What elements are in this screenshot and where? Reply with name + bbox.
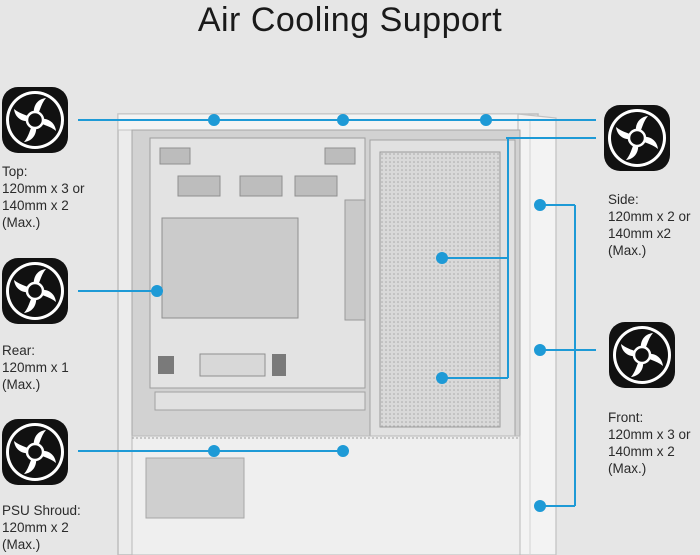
fan-icon xyxy=(2,258,68,324)
page-title: Air Cooling Support xyxy=(197,1,503,39)
case-front-panel xyxy=(517,113,557,555)
fan-icon xyxy=(609,322,675,388)
callout-lines xyxy=(78,114,596,512)
side-fan-label: Side: 120mm x 2 or 140mm x2 (Max.) xyxy=(608,192,691,258)
psu-fan-label: PSU Shroud: 120mm x 2 (Max.) xyxy=(2,503,81,552)
fan-icon xyxy=(604,105,670,171)
rear-fan-label: Rear: 120mm x 1 (Max.) xyxy=(2,343,69,392)
case-top-panel xyxy=(117,113,529,131)
psu-window xyxy=(145,457,245,519)
fan-icon xyxy=(2,419,68,485)
fan-icon xyxy=(2,87,68,153)
front-fan-label: Front: 120mm x 3 or 140mm x 2 (Max.) xyxy=(608,410,691,476)
top-fan-label: Top: 120mm x 3 or 140mm x 2 (Max.) xyxy=(2,164,85,230)
